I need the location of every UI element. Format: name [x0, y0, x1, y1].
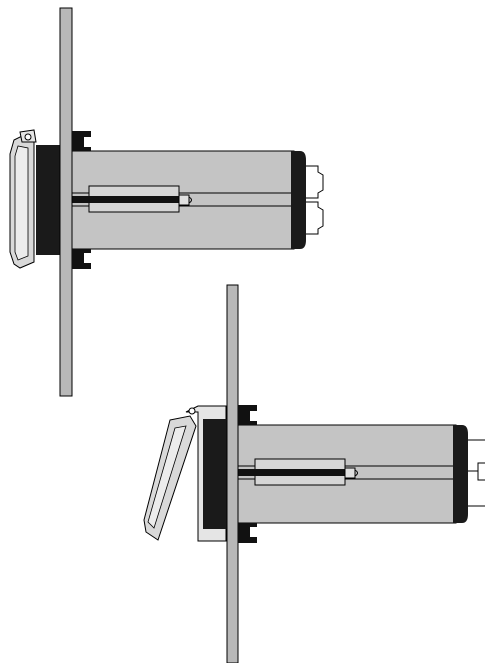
clamp-screw-tip	[188, 196, 192, 204]
open-cover-view	[143, 284, 485, 663]
rear-bezel	[453, 425, 468, 523]
panel-clip-top	[72, 131, 91, 151]
cover-window	[14, 145, 29, 261]
front-bezel	[203, 419, 227, 529]
rear-terminal-upper	[306, 165, 324, 199]
rear-terminal-lower	[306, 201, 324, 235]
panel-clip-bottom	[238, 523, 257, 543]
clamp-bar	[238, 469, 348, 476]
rear-terminal-middle	[468, 462, 485, 481]
clamp-bar	[72, 196, 182, 203]
clamp-screw-tip	[354, 469, 358, 477]
clamp-screw	[178, 194, 190, 206]
cover-window	[147, 425, 187, 529]
front-bezel	[36, 145, 60, 255]
closed-cover-view	[9, 7, 324, 397]
rear-bezel	[291, 151, 306, 249]
panel-clip-bottom	[72, 249, 91, 269]
mounting-panel	[226, 284, 239, 663]
clamp-screw	[344, 467, 356, 479]
mounting-panel	[59, 7, 73, 397]
panel-clip-top	[238, 405, 257, 425]
hinge-pin	[24, 133, 32, 141]
hinge-pin	[188, 407, 196, 415]
